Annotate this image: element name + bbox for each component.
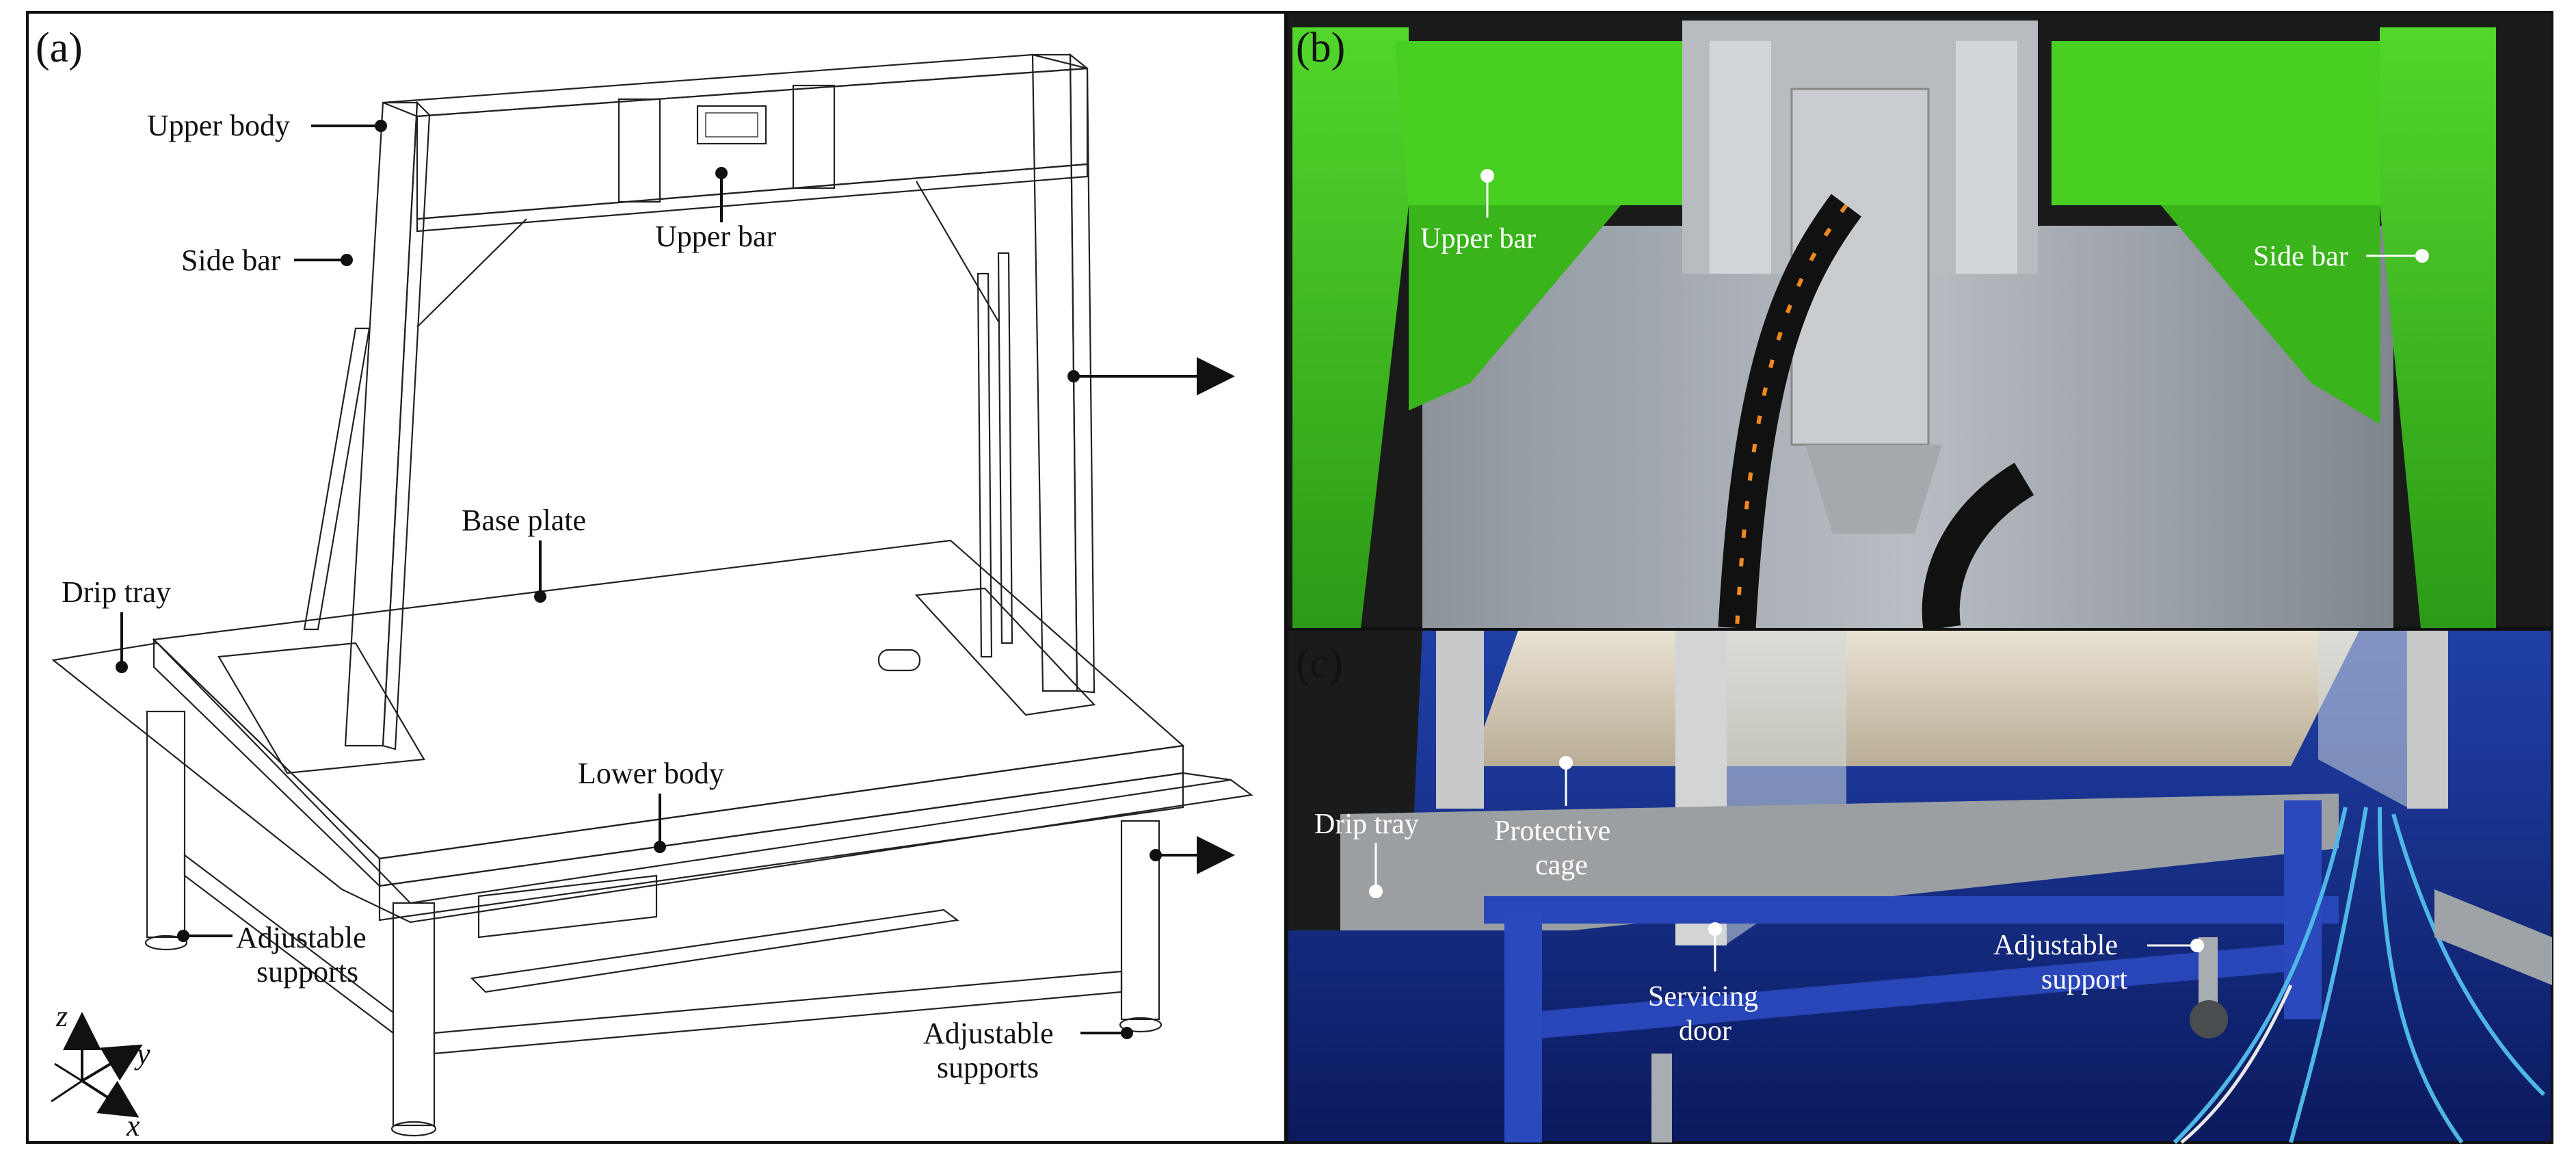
upper-body-drawing xyxy=(303,53,1096,750)
frame-beam-top xyxy=(1484,896,2339,924)
label-adjustable-supports-left-1: Adjustable xyxy=(236,921,367,954)
marker-side-bar xyxy=(341,254,353,266)
label-upper-bar-b: Upper bar xyxy=(1420,223,1536,254)
green-upper-bar-right xyxy=(2051,41,2380,205)
panel-c-tag: (c) xyxy=(1296,640,1343,687)
marker-adjustable-right xyxy=(1121,1027,1133,1039)
label-side-bar-b: Side bar xyxy=(2253,241,2348,272)
label-drip-tray-c: Drip tray xyxy=(1314,809,1419,840)
green-gusset-right xyxy=(2161,205,2380,424)
marker-drip-tray-a xyxy=(116,661,128,673)
cage-post-left xyxy=(1436,631,1484,809)
axis-triad: z y x xyxy=(51,999,150,1142)
marker-side-bar-b xyxy=(2415,249,2429,263)
cable-3 xyxy=(2378,807,2464,1144)
marker-upper-bar xyxy=(715,167,728,179)
marker-drip-tray-c xyxy=(1369,885,1383,898)
marker-base-plate xyxy=(534,590,546,603)
label-adjustable-support-2: support xyxy=(2041,964,2127,995)
label-adjustable-supports-left-2: supports xyxy=(256,955,358,989)
cable-1 xyxy=(2173,807,2348,1145)
axis-z-label: z xyxy=(55,999,68,1033)
green-side-left xyxy=(1292,27,1409,628)
axis-x-label: x xyxy=(126,1109,140,1142)
cable-white xyxy=(2180,984,2293,1144)
label-upper-body: Upper body xyxy=(147,109,290,142)
cage-glass-right xyxy=(2318,631,2407,807)
panel-a: (a) Upper body Side bar Upper bar Base p… xyxy=(26,11,1287,1144)
label-adjustable-supports-right-2: supports xyxy=(937,1051,1039,1084)
cable-4 xyxy=(2391,813,2546,1097)
support-stem-left xyxy=(1651,1054,1672,1142)
marker-lower-body xyxy=(654,841,666,853)
label-adjustable-support-1: Adjustable xyxy=(1993,930,2118,961)
label-upper-bar: Upper bar xyxy=(655,220,776,253)
duct-pipe xyxy=(2434,889,2552,985)
axis-y-label: y xyxy=(134,1037,150,1071)
green-gusset-left xyxy=(1409,205,1621,410)
gantry-rail-right xyxy=(1956,41,2017,274)
label-protective-cage-2: cage xyxy=(1535,850,1588,881)
marker-adjustable-support-c xyxy=(2190,939,2204,952)
working-surface xyxy=(1470,631,2359,766)
label-servicing-door-2: door xyxy=(1679,1015,1731,1047)
caster-wheel xyxy=(2190,1000,2228,1038)
label-protective-cage-1: Protective xyxy=(1494,815,1610,847)
label-base-plate: Base plate xyxy=(462,504,586,537)
panel-a-tag: (a) xyxy=(36,25,83,71)
green-upper-bar-left xyxy=(1395,41,1696,205)
cable-chain-right xyxy=(1922,462,2034,631)
label-adjustable-supports-right-1: Adjustable xyxy=(923,1017,1054,1050)
marker-upper-body xyxy=(375,120,387,132)
gantry-rail-left xyxy=(1710,41,1771,274)
panel-c: (c) Drip tray Protective cage Servicing … xyxy=(1286,628,2553,1145)
label-drip-tray-a: Drip tray xyxy=(62,575,171,609)
label-servicing-door-1: Servicing xyxy=(1648,981,1758,1012)
frame-beam-lower xyxy=(1525,944,2291,1040)
gantry-head xyxy=(1805,445,1942,534)
green-side-right xyxy=(2380,27,2496,628)
cable-2 xyxy=(2289,807,2368,1143)
frame-leg-left xyxy=(1504,910,1542,1142)
label-lower-body: Lower body xyxy=(578,757,724,790)
panel-b: (b) Upper bar Side bar xyxy=(1286,11,2553,631)
label-side-bar: Side bar xyxy=(181,244,281,277)
lower-body-drawing xyxy=(144,710,1184,1137)
panel-b-tag: (b) xyxy=(1296,25,1345,71)
cage-post-right xyxy=(2407,631,2448,809)
drip-tray-drawing xyxy=(51,642,1253,924)
